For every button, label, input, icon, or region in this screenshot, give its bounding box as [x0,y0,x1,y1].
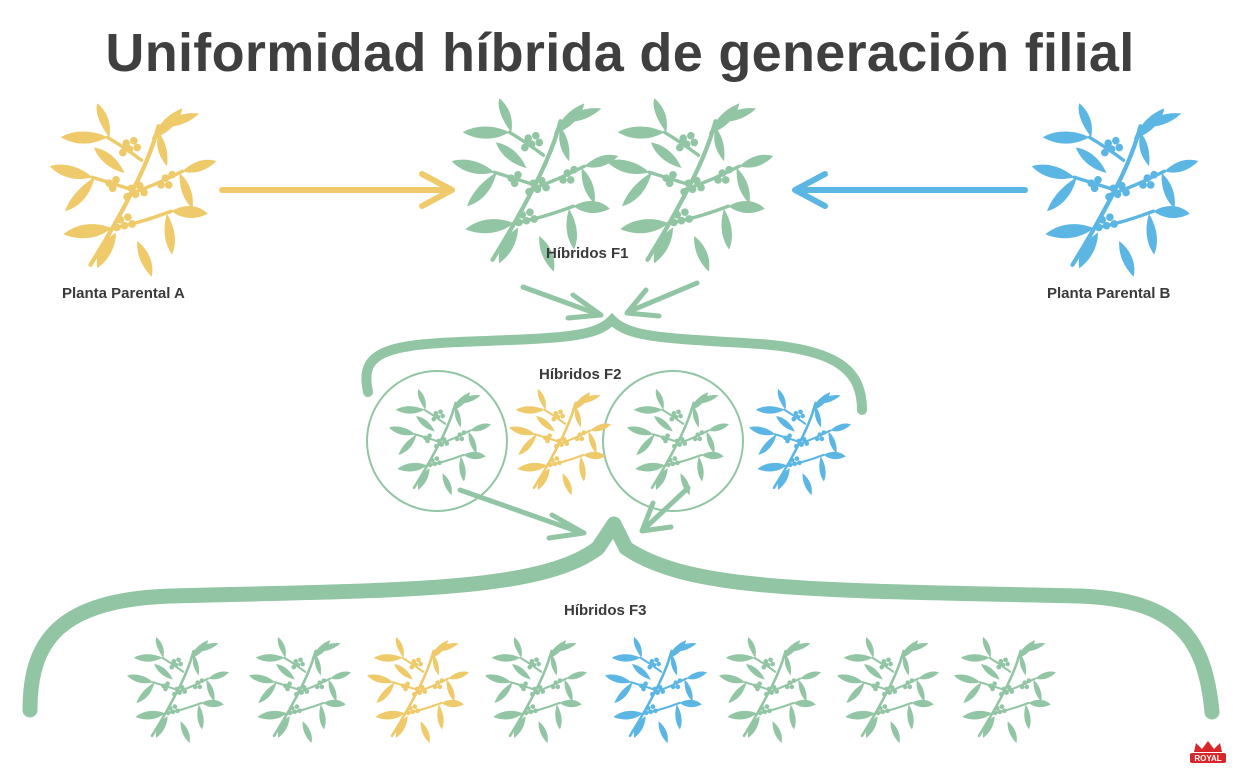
f3-plant-2 [247,635,353,745]
f3-plant-7 [835,635,941,745]
f3-plants [125,635,1058,745]
parent-b-plant [1032,103,1199,276]
arrow-parent-b-to-f1 [792,171,1028,209]
parent-b-label: Planta Parental B [1047,285,1171,302]
diagram-title: Uniformidad híbrida de generación filial [105,23,1135,83]
arrow-f2-to-f3-right [639,485,691,534]
f2-plant-2 [507,387,613,497]
f2-plants [387,387,853,497]
arrow-f1-to-f2-right [624,280,700,319]
f3-label: Híbridos F3 [564,602,647,619]
svg-text:ROYAL: ROYAL [1194,754,1221,763]
f2-plant-1 [387,387,493,497]
f2-bracket [361,312,867,415]
f3-plant-4 [483,635,589,745]
f3-bracket [22,516,1220,720]
f3-plant-8 [952,635,1058,745]
parent-a-plant [50,103,217,276]
f3-plant-5 [603,635,709,745]
f3-plant-1 [125,635,231,745]
f3-plant-3 [365,635,471,745]
f2-circle-2 [602,370,744,512]
parent-a-label: Planta Parental A [62,285,185,302]
f1-label: Híbridos F1 [546,245,629,262]
arrow-parent-a-to-f1 [219,171,455,209]
f2-plant-4 [747,387,853,497]
f2-circle-1 [366,370,508,512]
arrow-f2-to-f3-left [457,487,587,541]
f3-plant-6 [717,635,823,745]
f1-hybrid-plant-2 [607,98,774,271]
royal-logo: ROYAL [1190,741,1226,763]
f2-label: Híbridos F2 [539,366,622,383]
f2-plant-3 [625,387,731,497]
arrow-f1-to-f2-left [520,284,604,321]
crown-icon [1194,741,1222,752]
